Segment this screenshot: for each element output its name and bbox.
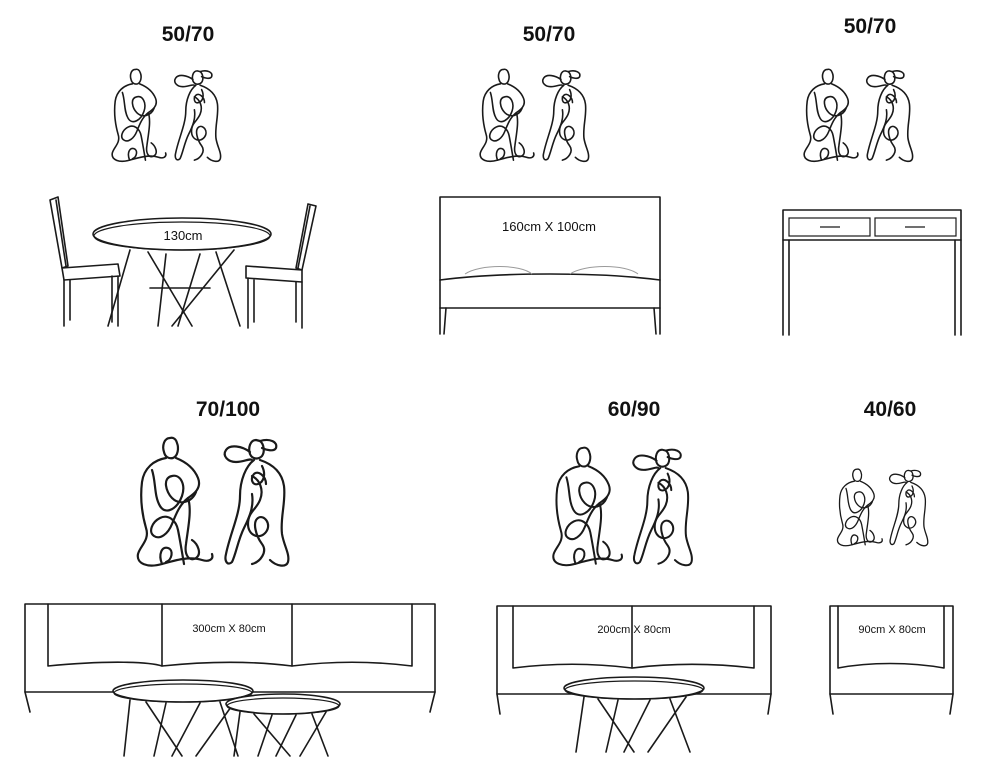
- size-label-bed: 50/70: [523, 23, 576, 46]
- bed-frame: 160cm X 100cm: [439, 196, 661, 335]
- dimension-label-sofa-medium: 200cm X 80cm: [597, 624, 670, 636]
- scene-armchair: 40/60 90cm X 80cm: [829, 398, 954, 715]
- console-table: [782, 209, 962, 336]
- sofa-three-seat: 300cm X 80cm: [24, 603, 436, 713]
- scene-console: 50/70: [782, 15, 962, 336]
- artwork-dining: [112, 69, 220, 161]
- coffee-table-small: [225, 693, 341, 757]
- dimension-label-armchair: 90cm X 80cm: [858, 624, 925, 636]
- artwork-armchair: [837, 469, 927, 546]
- scene-sofa-medium: 60/90 200cm X 80cm: [496, 398, 772, 753]
- armchair-frame: 90cm X 80cm: [829, 605, 954, 715]
- artwork-sofa-large: [138, 438, 289, 566]
- artwork-sofa-medium: [553, 448, 692, 566]
- coffee-table-large: [112, 679, 254, 757]
- size-label-sofa-medium: 60/90: [608, 398, 661, 421]
- size-label-armchair: 40/60: [864, 398, 917, 421]
- dimension-label-dining: 130cm: [163, 228, 202, 243]
- size-label-dining: 50/70: [162, 23, 215, 46]
- size-label-sofa-large: 70/100: [196, 398, 260, 421]
- dimension-label-sofa-large: 300cm X 80cm: [192, 623, 265, 635]
- sofa-two-seat: 200cm X 80cm: [496, 605, 772, 715]
- dimension-label-bed: 160cm X 100cm: [502, 219, 596, 234]
- dining-table: 130cm: [49, 196, 317, 329]
- scene-bed: 50/70 160cm X 100cm: [439, 23, 661, 335]
- coffee-table-medium: [563, 676, 705, 753]
- scene-dining: 50/70 130cm: [49, 23, 317, 329]
- size-label-console: 50/70: [844, 15, 897, 38]
- scene-sofa-large: 70/100 300cm X 80cm: [24, 398, 436, 757]
- artwork-console: [804, 69, 912, 161]
- artwork-bed: [480, 69, 588, 161]
